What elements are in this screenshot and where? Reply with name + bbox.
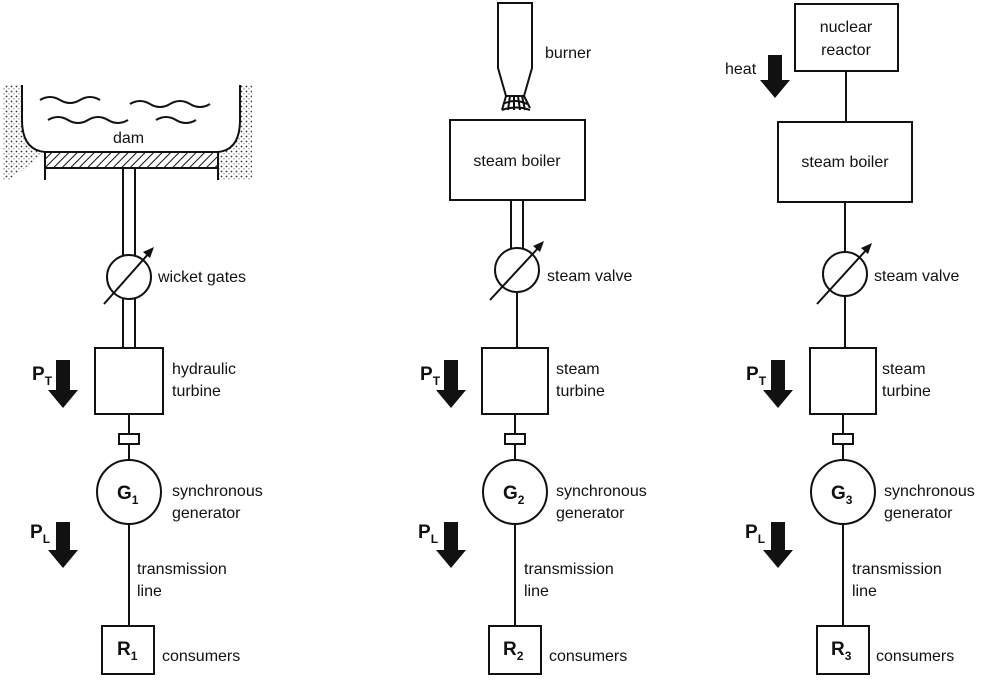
reactor-label-line2: reactor xyxy=(821,42,871,59)
turbine-label-line1: hydraulic xyxy=(172,361,236,378)
turbine-label-line2: turbine xyxy=(556,383,605,400)
wicket-gates-label: wicket gates xyxy=(157,269,246,286)
generator-g2-symbol: G2 xyxy=(503,483,525,507)
burner xyxy=(497,2,533,111)
pt-symbol: PT xyxy=(420,364,441,388)
load-r3-symbol: R3 xyxy=(831,639,852,663)
dam-wall xyxy=(44,151,219,169)
generator-g3-symbol: G3 xyxy=(831,483,853,507)
pl-arrow xyxy=(436,522,466,568)
transmission-label-line1: transmission xyxy=(137,561,227,578)
water-wave xyxy=(129,100,211,108)
steam-boiler-label: steam boiler xyxy=(473,153,561,170)
steam-valve-label: steam valve xyxy=(874,268,959,285)
nuclear-reactor-box xyxy=(794,3,899,72)
generator-label-line2: generator xyxy=(556,505,625,522)
hydro-plant: dam wicket gates hydraulic turbine PT G1… xyxy=(3,85,263,675)
dam-reservoir: dam xyxy=(3,85,252,180)
load-r3 xyxy=(816,625,870,675)
consumers-label: consumers xyxy=(162,648,240,665)
pt-symbol: PT xyxy=(32,364,53,388)
water-wave xyxy=(39,96,101,104)
shaft-coupling xyxy=(832,433,854,445)
dam-label: dam xyxy=(113,130,144,147)
consumers-label: consumers xyxy=(549,648,627,665)
steam-valve xyxy=(816,243,872,305)
shaft-coupling xyxy=(504,433,526,445)
pt-arrow xyxy=(763,360,793,408)
shaft-coupling xyxy=(118,433,140,445)
steam-turbine-box xyxy=(809,347,877,415)
heat-label: heat xyxy=(725,61,757,78)
transmission-label-line1: transmission xyxy=(524,561,614,578)
wicket-gates-valve xyxy=(103,247,154,305)
water-wave xyxy=(47,116,129,124)
pl-arrow xyxy=(48,522,78,568)
load-r1-symbol: R1 xyxy=(117,639,138,663)
pl-symbol: PL xyxy=(745,522,765,546)
generator-label-line1: synchronous xyxy=(172,483,263,500)
pt-symbol: PT xyxy=(746,364,767,388)
steam-valve xyxy=(489,241,544,301)
pl-symbol: PL xyxy=(30,522,50,546)
steam-turbine-box xyxy=(481,347,549,415)
burner-label: burner xyxy=(545,45,592,62)
transmission-label-line1: transmission xyxy=(852,561,942,578)
heat-arrow xyxy=(760,55,790,98)
pl-arrow xyxy=(763,522,793,568)
turbine-label-line2: turbine xyxy=(882,383,931,400)
pt-arrow xyxy=(48,360,78,408)
transmission-label-line2: line xyxy=(524,583,549,600)
load-r2-symbol: R2 xyxy=(503,639,524,663)
generator-label-line2: generator xyxy=(172,505,241,522)
water-wave xyxy=(155,116,197,124)
transmission-label-line2: line xyxy=(852,583,877,600)
steam-valve-label: steam valve xyxy=(547,268,632,285)
steam-boiler-label: steam boiler xyxy=(801,154,889,171)
generator-label-line1: synchronous xyxy=(556,483,647,500)
nuclear-plant: nuclear reactor heat steam boiler steam … xyxy=(725,3,975,675)
turbine-label-line1: steam xyxy=(556,361,600,378)
consumers-label: consumers xyxy=(876,648,954,665)
thermal-plant: burner steam boiler steam valve steam tu… xyxy=(418,2,647,675)
generator-label-line2: generator xyxy=(884,505,953,522)
reactor-label-line1: nuclear xyxy=(820,19,873,36)
load-r1 xyxy=(101,625,155,675)
steam-boiler-box xyxy=(777,121,913,203)
turbine-label-line2: turbine xyxy=(172,383,221,400)
hydraulic-turbine-box xyxy=(94,347,164,415)
pl-symbol: PL xyxy=(418,522,438,546)
generator-label-line1: synchronous xyxy=(884,483,975,500)
steam-boiler-box xyxy=(449,119,586,201)
turbine-label-line1: steam xyxy=(882,361,926,378)
generator-g1-symbol: G1 xyxy=(117,483,139,507)
pt-arrow xyxy=(436,360,466,408)
load-r2 xyxy=(488,625,542,675)
transmission-label-line2: line xyxy=(137,583,162,600)
